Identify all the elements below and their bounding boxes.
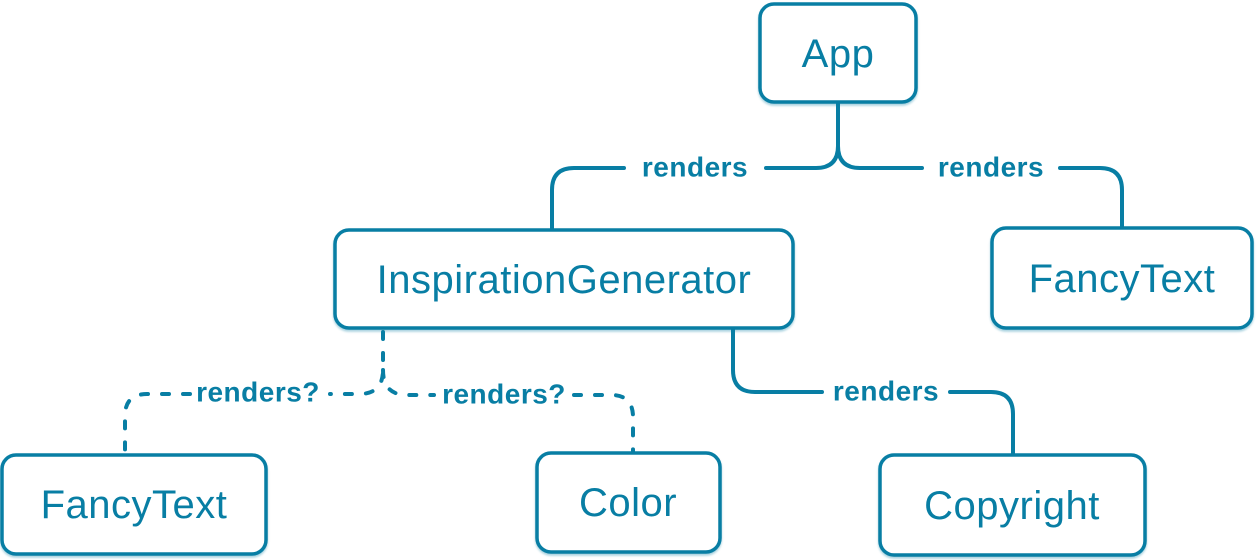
node-fancy-text-top-box (990, 226, 1254, 330)
node-fancy-text-top-label: FancyText (1029, 257, 1216, 301)
edge-label-renders-question-left: renders? (196, 377, 320, 408)
edge-app-fancytext-a (836, 144, 924, 170)
node-copyright: Copyright (878, 453, 1147, 557)
edge-inspirationgenerator-fancytext-a (328, 330, 385, 396)
node-copyright-box (878, 453, 1147, 557)
edge-label-renders-question-right: renders? (442, 379, 566, 410)
node-app-label: App (802, 32, 875, 76)
edge-app-fancytext-b (1058, 166, 1124, 230)
node-color-box (535, 451, 722, 554)
edge-inspirationgenerator-color-b (572, 393, 635, 455)
node-inspiration-generator: InspirationGenerator (333, 228, 795, 330)
edge-labels: renders renders renders? renders? render… (196, 152, 1044, 410)
node-app: App (758, 2, 918, 104)
node-color-label: Color (579, 481, 677, 525)
edge-label-renders-left: renders (642, 152, 748, 183)
node-inspiration-generator-box (333, 228, 795, 330)
node-copyright-label: Copyright (924, 484, 1100, 528)
edge-app-inspirationgenerator-a (764, 100, 840, 170)
edge-inspirationgenerator-fancytext-b (123, 392, 192, 457)
node-fancy-text-top: FancyText (990, 226, 1254, 330)
node-color: Color (535, 451, 722, 554)
node-fancy-text-bottom-label: FancyText (41, 483, 228, 527)
node-app-box (758, 2, 918, 104)
edges (123, 100, 1124, 457)
edge-inspirationgenerator-copyright-a (731, 326, 824, 394)
edge-inspirationgenerator-copyright-b (948, 390, 1015, 457)
edge-app-inspirationgenerator-b (550, 166, 626, 232)
node-fancy-text-bottom: FancyText (0, 453, 268, 556)
edge-inspirationgenerator-color-a (381, 368, 436, 397)
node-inspiration-generator-label: InspirationGenerator (377, 258, 752, 302)
node-fancy-text-bottom-box (0, 453, 268, 556)
edge-label-renders-right: renders (938, 152, 1044, 183)
edge-label-renders-copyright: renders (833, 376, 939, 407)
